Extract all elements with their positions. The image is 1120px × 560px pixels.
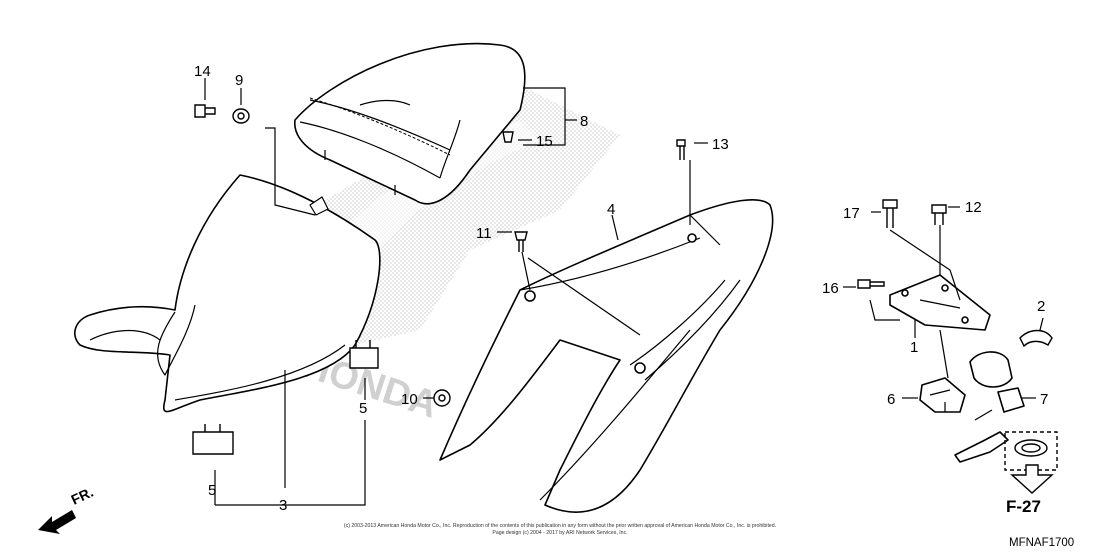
callout-3: 3 [279, 497, 287, 514]
callout-numbers: 1 2 3 4 5 5 6 7 8 9 10 11 12 13 14 15 16… [194, 63, 1048, 514]
callout-7: 7 [1040, 391, 1048, 408]
copyright-line-1: (c) 2003-2013 American Honda Motor Co., … [344, 523, 776, 529]
callout-4: 4 [607, 201, 615, 218]
callout-5-lower: 5 [208, 482, 216, 499]
lock-bracket-1 [889, 274, 991, 331]
callout-9: 9 [235, 72, 243, 89]
clip-2 [1019, 329, 1053, 348]
copyright-line-2: Page design (c) 2004 - 2017 by ARI Netwo… [492, 530, 627, 536]
callout-11: 11 [476, 225, 492, 242]
callout-12: 12 [965, 199, 982, 216]
reference-arrow: F-27 [1006, 464, 1054, 516]
front-seat-3 [74, 174, 381, 413]
hardware [192, 104, 947, 455]
callout-1: 1 [910, 339, 918, 356]
callout-8: 8 [580, 113, 588, 130]
reference-label: F-27 [1006, 497, 1041, 516]
callout-17: 17 [843, 205, 860, 222]
callout-5-upper: 5 [359, 400, 367, 417]
diagram-code: MFNAF1700 [1009, 537, 1074, 549]
direction-label: FR. [69, 484, 96, 508]
callout-16: 16 [822, 280, 839, 297]
seat-catch-6 [919, 377, 966, 413]
callout-6: 6 [887, 391, 895, 408]
callout-15: 15 [536, 133, 553, 150]
leader-lines [204, 78, 1044, 506]
callout-2: 2 [1037, 298, 1045, 315]
key-cylinder-7 [954, 351, 1025, 463]
rear-seat-cowl-8 [294, 42, 526, 205]
callout-13: 13 [712, 136, 729, 153]
rear-cowl-4 [439, 199, 774, 513]
callout-14: 14 [194, 63, 211, 80]
front-direction-arrow: FR. [38, 484, 96, 534]
callout-10: 10 [401, 391, 418, 408]
